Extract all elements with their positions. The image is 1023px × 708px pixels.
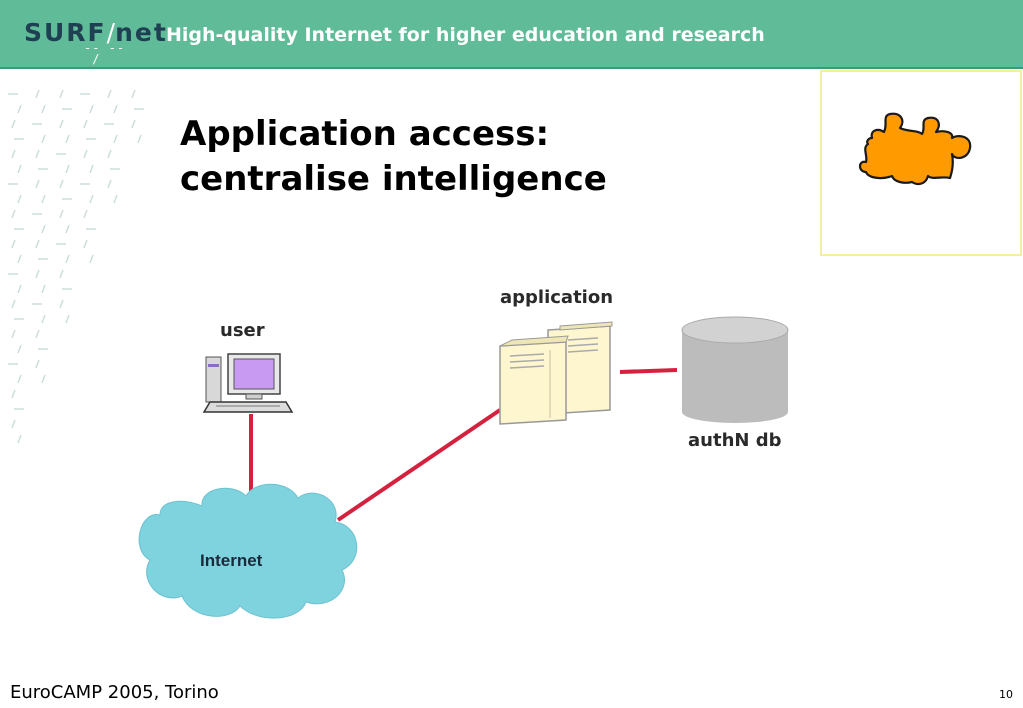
slide-title-line-1: Application access: <box>180 114 550 154</box>
pattern-stroke <box>41 314 46 324</box>
pattern-stroke <box>41 374 46 384</box>
pattern-stroke <box>35 89 40 99</box>
application-db-link <box>619 368 678 374</box>
network-diagram <box>138 316 789 619</box>
slide-title: Application access: centralise intellige… <box>180 112 780 202</box>
pattern-stroke <box>65 314 70 324</box>
pattern-stroke <box>83 149 88 159</box>
puzzle-image-frame <box>820 70 1022 256</box>
pattern-stroke <box>89 254 94 264</box>
pattern-stroke <box>41 284 46 294</box>
pattern-stroke <box>35 149 40 159</box>
pattern-stroke <box>35 329 40 339</box>
pattern-stroke <box>107 89 112 99</box>
pattern-stroke <box>17 194 22 204</box>
pattern-stroke <box>59 209 64 219</box>
pattern-stroke <box>35 359 40 369</box>
db-label: authN db <box>688 430 782 451</box>
header-bar: SURF/net -- -- / High-quality Internet f… <box>0 0 1023 69</box>
pattern-stroke <box>41 224 46 234</box>
pattern-stroke <box>89 194 94 204</box>
pattern-stroke <box>11 209 16 219</box>
pattern-stroke <box>113 104 118 114</box>
pattern-stroke <box>59 179 64 189</box>
internet-application-link <box>336 408 502 522</box>
pattern-stroke <box>107 179 112 189</box>
pattern-stroke <box>35 179 40 189</box>
surfnet-logo: SURF/net <box>24 18 168 47</box>
pattern-stroke <box>17 434 22 444</box>
logo-decoration: -- -- / <box>84 41 126 66</box>
pattern-stroke <box>83 239 88 249</box>
pattern-stroke <box>59 119 64 129</box>
logo-slash: / <box>106 18 116 47</box>
logo-text-surf: SURF <box>24 18 107 47</box>
pattern-stroke <box>35 239 40 249</box>
decorative-slash-pattern <box>8 89 144 444</box>
logo-text-net: net <box>115 18 168 47</box>
pattern-stroke <box>41 134 46 144</box>
database-icon <box>681 316 789 423</box>
pattern-stroke <box>83 209 88 219</box>
pattern-stroke <box>17 254 22 264</box>
pattern-stroke <box>41 104 46 114</box>
pattern-stroke <box>107 149 112 159</box>
pattern-stroke <box>59 269 64 279</box>
pattern-stroke <box>17 344 22 354</box>
pattern-stroke <box>11 329 16 339</box>
pattern-stroke <box>11 149 16 159</box>
pattern-stroke <box>17 284 22 294</box>
internet-label: Internet <box>200 551 263 570</box>
pattern-stroke <box>11 239 16 249</box>
page-number: 10 <box>999 688 1013 701</box>
slide-title-line-2: centralise intelligence <box>180 159 607 199</box>
user-computer-icon <box>202 353 294 413</box>
footer-event: EuroCAMP 2005, Torino <box>10 682 219 703</box>
pattern-stroke <box>89 104 94 114</box>
pattern-stroke <box>11 299 16 309</box>
pattern-stroke <box>89 164 94 174</box>
pattern-stroke <box>83 119 88 129</box>
pattern-stroke <box>113 194 118 204</box>
pattern-stroke <box>11 389 16 399</box>
pattern-stroke <box>59 299 64 309</box>
pattern-stroke <box>17 374 22 384</box>
pattern-stroke <box>59 89 64 99</box>
pattern-stroke <box>65 224 70 234</box>
pattern-stroke <box>11 119 16 129</box>
pattern-stroke <box>17 104 22 114</box>
pattern-stroke <box>131 119 136 129</box>
internet-cloud-icon <box>138 483 358 619</box>
pattern-stroke <box>131 89 136 99</box>
pattern-stroke <box>137 134 142 144</box>
pattern-stroke <box>65 134 70 144</box>
header-tagline: High-quality Internet for higher educati… <box>166 24 765 46</box>
puzzle-piece-icon <box>858 112 972 186</box>
application-label: application <box>500 287 614 308</box>
pattern-stroke <box>113 134 118 144</box>
pattern-stroke <box>41 194 46 204</box>
pattern-stroke <box>17 164 22 174</box>
pattern-stroke <box>65 164 70 174</box>
application-server-icon <box>499 321 613 425</box>
pattern-stroke <box>11 419 16 429</box>
pattern-stroke <box>35 269 40 279</box>
pattern-stroke <box>65 254 70 264</box>
user-label: user <box>220 320 265 341</box>
